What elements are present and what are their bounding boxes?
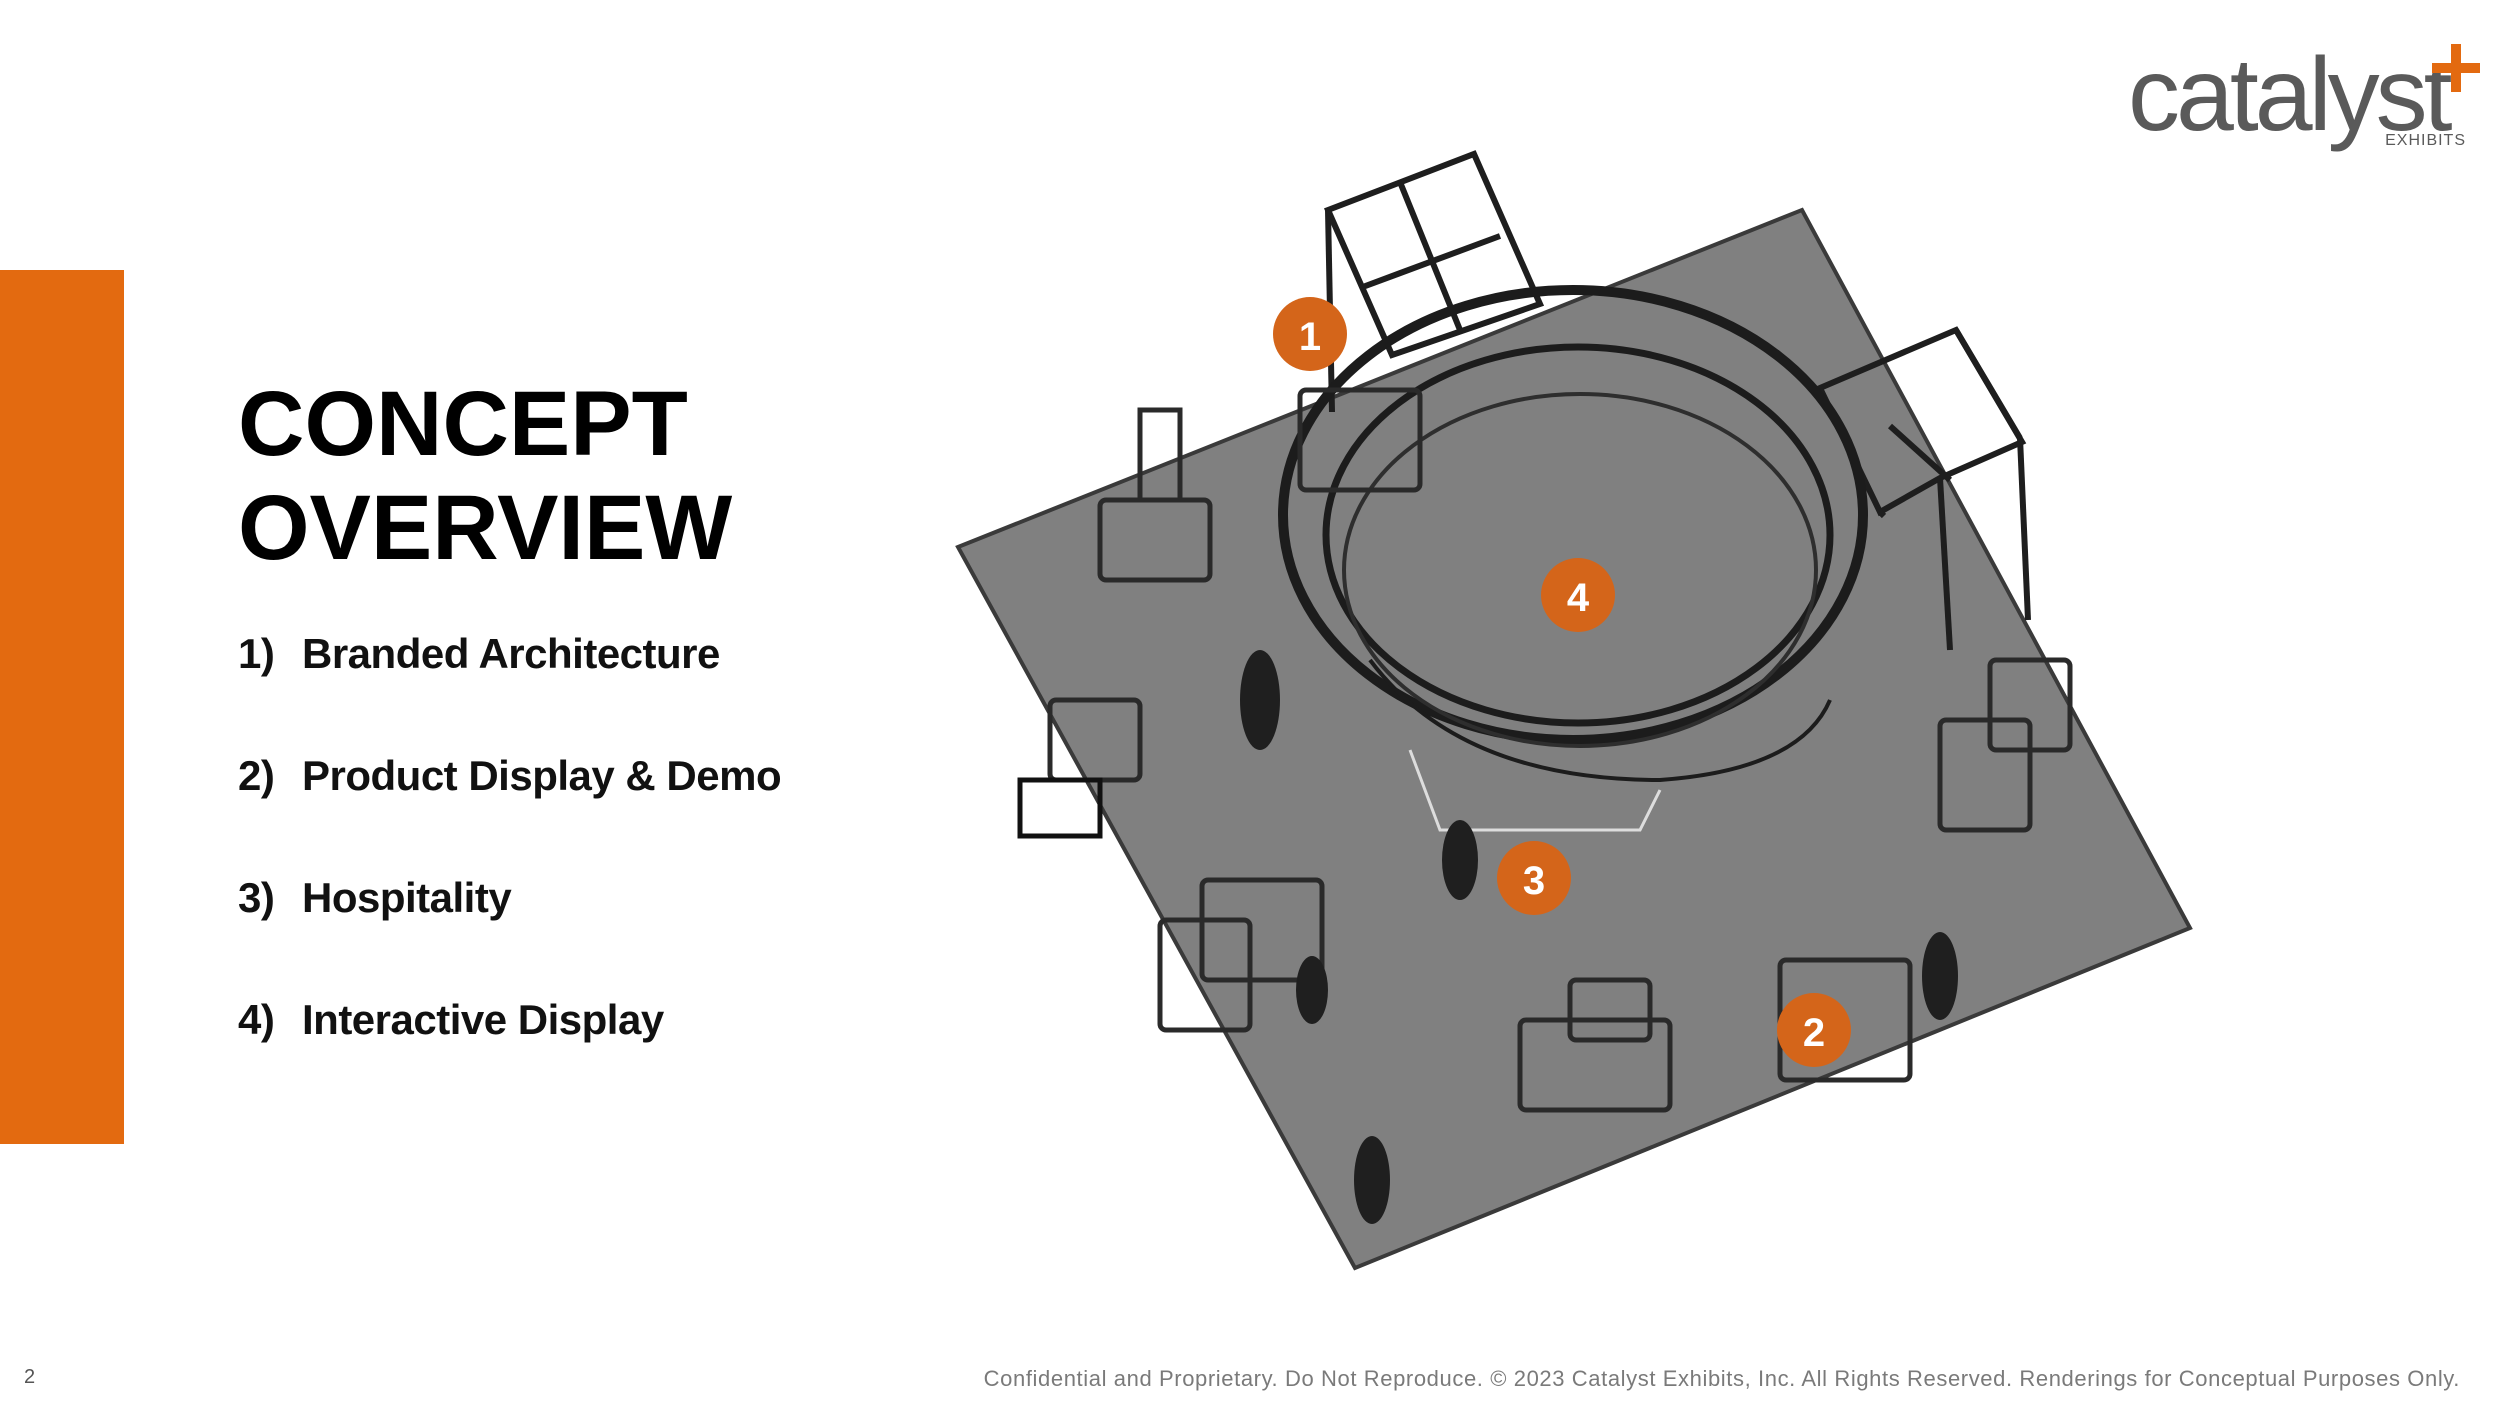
marker-label: 1 [1299, 315, 1321, 359]
logo-wordmark: catalyst [2128, 37, 2453, 153]
page-title: CONCEPT OVERVIEW [238, 372, 732, 580]
item-label: Branded Architecture [302, 630, 720, 677]
item-number: 3) [238, 874, 275, 921]
marker-4: 4 [1541, 558, 1615, 632]
circular-structure [1278, 285, 1868, 832]
marker-label: 3 [1523, 859, 1545, 903]
plus-icon [2432, 44, 2480, 92]
marker-2: 2 [1777, 993, 1851, 1067]
item-number: 2) [238, 752, 275, 799]
marker-label: 4 [1567, 576, 1590, 620]
booth-rendering: 1 4 3 2 [955, 150, 2193, 1271]
item-label: Product Display & Demo [302, 752, 782, 799]
concept-list: 1) Branded Architecture 2) Product Display… [238, 630, 782, 1118]
footer-disclaimer: Confidential and Proprietary. Do Not Rep… [983, 1366, 2460, 1391]
list-item: 1) Branded Architecture [238, 630, 781, 752]
list-item: 2) Product Display & Demo [238, 752, 782, 874]
marker-label: 2 [1803, 1011, 1825, 1055]
title-line-2: OVERVIEW [238, 477, 733, 579]
item-number: 1) [238, 630, 275, 677]
people [1240, 650, 1958, 1224]
furniture [1017, 387, 2073, 1113]
list-item: 4) Interactive Display [238, 996, 781, 1118]
marker-3: 3 [1497, 841, 1571, 915]
tower-right [1815, 326, 2031, 651]
logo-subtitle: EXHIBITS [2385, 132, 2466, 149]
marker-1: 1 [1273, 297, 1347, 371]
tower-left [1323, 150, 1545, 413]
page-number: 2 [24, 1366, 36, 1388]
item-label: Interactive Display [302, 996, 664, 1043]
list-item: 3) Hospitality [238, 874, 781, 996]
item-number: 4) [238, 996, 275, 1043]
catalyst-logo: catalyst EXHIBITS [2128, 37, 2480, 160]
accent-bar [0, 270, 124, 1144]
title-line-1: CONCEPT [238, 373, 688, 475]
item-label: Hospitality [302, 874, 512, 921]
